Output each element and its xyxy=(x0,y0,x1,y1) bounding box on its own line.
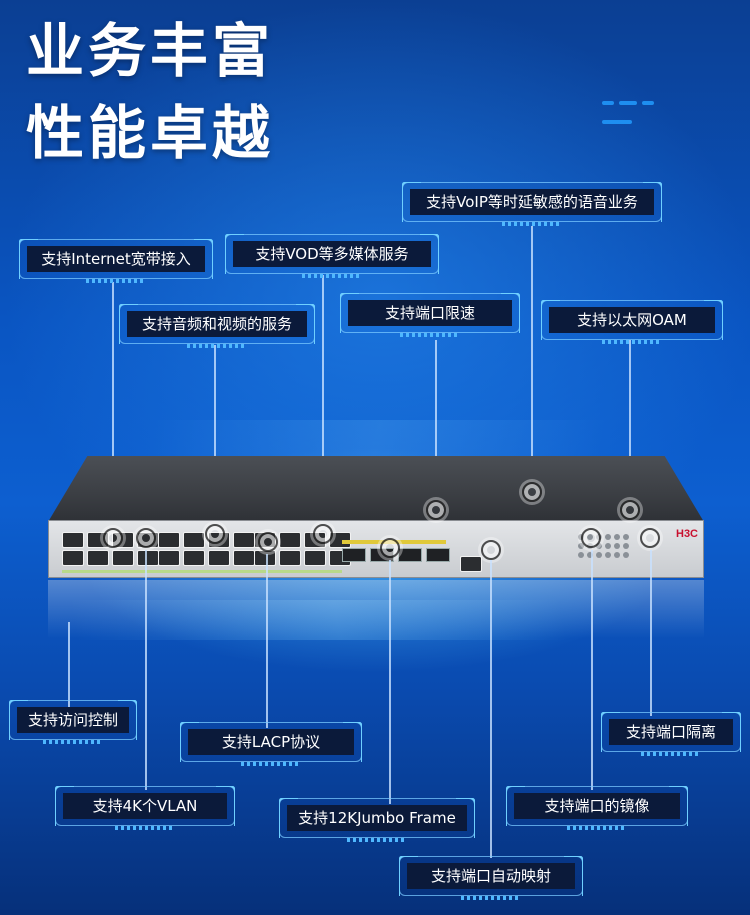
feature-internet: 支持Internet宽带接入 xyxy=(19,239,213,283)
feature-oam: 支持以太网OAM xyxy=(541,300,723,344)
feature-vlan: 支持4K个VLAN xyxy=(55,786,235,830)
callout-marker-icon xyxy=(640,528,660,548)
callout-marker-icon xyxy=(481,540,501,560)
brand-logo: H3C xyxy=(676,528,699,540)
leader-line xyxy=(214,345,216,531)
feature-voip: 支持VoIP等时延敏感的语音业务 xyxy=(402,182,662,226)
callout-marker-icon xyxy=(620,500,640,520)
leader-line xyxy=(531,226,533,490)
headline-line-2: 性能卓越 xyxy=(26,99,275,167)
feature-lacp: 支持LACP协议 xyxy=(180,722,362,766)
feature-av: 支持音频和视频的服务 xyxy=(119,304,315,348)
leader-line xyxy=(435,340,437,510)
callout-marker-icon xyxy=(380,538,400,558)
leader-line xyxy=(650,550,652,716)
leader-line xyxy=(490,560,492,858)
switch-reflection xyxy=(48,580,704,638)
callout-marker-icon xyxy=(258,532,278,552)
feature-vod: 支持VOD等多媒体服务 xyxy=(225,234,439,278)
decorative-dashes xyxy=(602,90,692,124)
leader-line xyxy=(322,275,324,529)
callout-marker-icon xyxy=(581,528,601,548)
feature-jumbo: 支持12KJumbo Frame xyxy=(279,798,475,842)
switch-top-panel xyxy=(48,456,704,522)
feature-acl: 支持访问控制 xyxy=(9,700,137,744)
leader-line xyxy=(266,554,268,728)
callout-marker-icon xyxy=(205,524,225,544)
leader-line xyxy=(145,550,147,790)
leader-line xyxy=(389,560,391,804)
callout-marker-icon xyxy=(136,528,156,548)
console-port xyxy=(460,556,482,572)
leader-line xyxy=(629,340,631,510)
feature-rate-limit: 支持端口限速 xyxy=(340,293,520,337)
headline-line-1: 业务丰富 xyxy=(26,17,275,85)
callout-marker-icon xyxy=(426,500,446,520)
port-label-strip xyxy=(62,570,342,573)
leader-line xyxy=(591,550,593,790)
leader-line xyxy=(68,622,70,710)
leader-line xyxy=(112,282,114,534)
callout-marker-icon xyxy=(103,528,123,548)
callout-marker-icon xyxy=(313,524,333,544)
callout-marker-icon xyxy=(522,482,542,502)
feature-mapping: 支持端口自动映射 xyxy=(399,856,583,900)
feature-mirror: 支持端口的镜像 xyxy=(506,786,688,830)
feature-isolation: 支持端口隔离 xyxy=(601,712,741,756)
